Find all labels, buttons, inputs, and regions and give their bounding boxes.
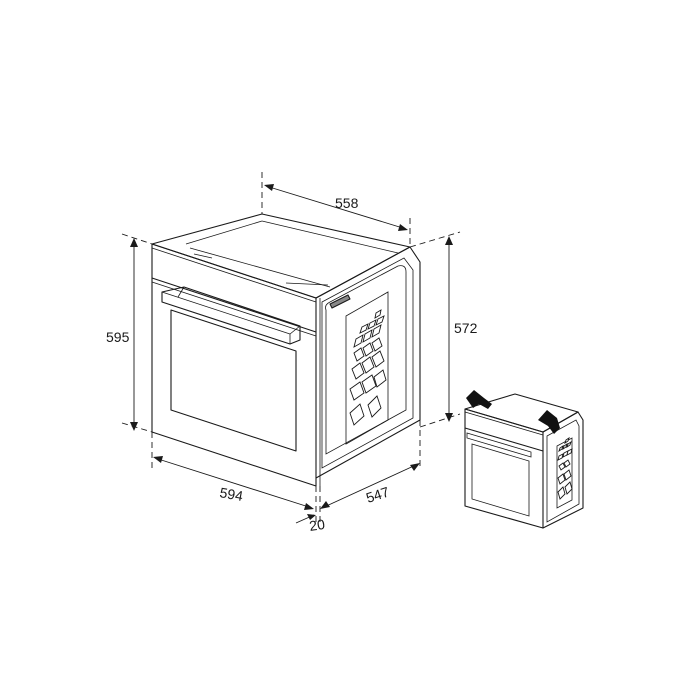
main-oven [151,213,421,487]
door-window [170,309,297,452]
dimension-lines: 558 595 572 594 547 20 [106,172,478,534]
vent-holes [349,309,387,426]
dim-front-offset: 20 [308,516,326,534]
top-surface [151,213,411,299]
side-vent-panel [345,291,389,445]
right-hand-icon [538,410,560,434]
dim-overall-height: 595 [106,329,130,345]
dim-front-width: 594 [218,484,244,504]
inset-lifted-oven [464,390,584,529]
dim-body-height: 572 [454,320,478,336]
dim-top-depth: 558 [335,195,359,211]
left-hand-icon [466,390,492,409]
dim-side-depth: 547 [364,483,391,506]
side-body [315,246,421,479]
door-handle [161,286,301,345]
